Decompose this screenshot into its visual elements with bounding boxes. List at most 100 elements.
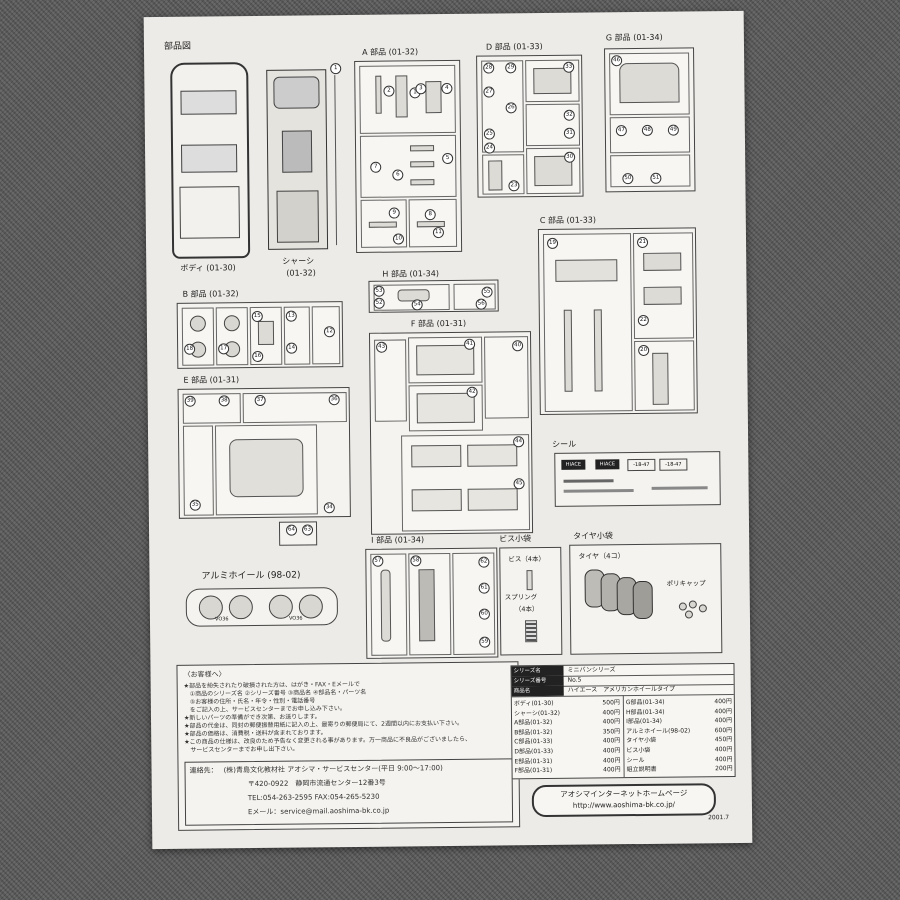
section-d-title: D 部品 (01-33) <box>485 41 543 52</box>
price-row: G部品(01-34) 400円 <box>626 696 732 706</box>
spring-label: スプリング <box>504 593 538 602</box>
email-address: Eメール：service@mail.aoshima-bk.co.jp <box>247 806 390 817</box>
price-item-name: 組立説明書 <box>626 766 657 774</box>
section-i: 57 58 62 61 60 59 <box>365 547 499 659</box>
price-list-right: G部品(01-34) 400円 H部品(01-34) 400円 I部品(01-34) 40… <box>626 696 733 777</box>
series-value: No.5 <box>567 676 582 684</box>
price-row: シール 400円 <box>626 754 732 764</box>
phone-fax: TEL:054-263-2595 FAX:054-265-5230 <box>247 792 380 803</box>
section-d: 28 29 27 26 25 24 23 33 32 31 30 <box>476 54 584 198</box>
price-row: B部品(01-32) 350円 <box>514 726 620 736</box>
series-value: ミニバンシリーズ <box>567 666 616 674</box>
homepage-box: アオシマインターネットホームページ http://www.aoshima-bk.… <box>531 783 717 818</box>
tire-label: タイヤ（4コ） <box>578 552 625 561</box>
section-f: 43 41 40 42 44 45 <box>368 331 534 535</box>
price-item-price: 400円 <box>714 746 733 754</box>
body-illustration <box>170 62 251 259</box>
price-item-price: 600円 <box>714 726 733 735</box>
series-key: シリーズ番号 <box>511 675 564 687</box>
parts-diagram-title: 部品図 <box>163 41 192 52</box>
series-key: シリーズ名 <box>511 665 564 677</box>
note-line: サービスセンターまでお申し出下さい。 <box>184 745 299 754</box>
section-b-title: B 部品 (01-32) <box>182 289 239 299</box>
wheel-tag: VO36 <box>214 616 229 623</box>
price-item-name: G部品(01-34) <box>625 698 665 707</box>
price-row: アルミホイール(98-02) 600円 <box>626 725 732 735</box>
wheel-tag: VO36 <box>288 615 303 622</box>
homepage-url: http://www.aoshima-bk.co.jp/ <box>572 800 676 810</box>
price-item-price: 400円 <box>602 747 621 755</box>
price-item-name: ボディ(01-30) <box>513 699 554 708</box>
price-row: ビス小袋 400円 <box>626 744 732 754</box>
seal-plate: -18-47 <box>659 458 688 471</box>
seal-plate: HIACE <box>561 459 586 470</box>
price-item-price: 400円 <box>714 755 733 763</box>
chassis-code: (01-32) <box>286 268 316 278</box>
price-item-price: 450円 <box>714 736 733 744</box>
section-g-title: G 部品 (01-34) <box>605 32 663 43</box>
screws-title: ビス小袋 <box>499 534 532 544</box>
price-item-name: A部品(01-32) <box>514 719 553 727</box>
screws-bag: ビス（4本） スプリング （4本） <box>499 546 563 656</box>
price-row: 組立説明書 200円 <box>627 763 733 773</box>
section-h-title: H 部品 (01-34) <box>382 269 440 279</box>
section-c-title: C 部品 (01-33) <box>539 215 597 226</box>
price-item-price: 200円 <box>715 765 733 773</box>
price-item-name: ビス小袋 <box>626 746 651 755</box>
price-item-name: E部品(01-31) <box>514 757 553 765</box>
price-item-name: F部品(01-31) <box>514 767 553 775</box>
price-item-price: 400円 <box>714 717 733 725</box>
price-item-name: シール <box>626 756 645 764</box>
tires-bag: タイヤ（4コ） ポリキャップ <box>569 543 723 655</box>
contact-box: 連絡先： (株)青島文化教材社 アオシマ・サービスセンター(平日 9:00～17… <box>184 758 514 826</box>
section-e-small: 64 63 <box>278 521 318 546</box>
polycap-label: ポリキャップ <box>666 579 706 588</box>
price-row: D部品(01-33) 400円 <box>514 745 620 755</box>
price-row: F部品(01-31) 400円 <box>515 764 621 774</box>
series-key: 商品名 <box>511 685 564 697</box>
tires-title: タイヤ小袋 <box>573 531 613 541</box>
seal-plate: HIACE <box>595 459 620 470</box>
chassis-illustration <box>266 69 329 250</box>
price-item-name: B部品(01-32) <box>514 728 553 737</box>
price-item-name: C部品(01-33) <box>514 738 553 746</box>
series-value: ハイエース アメリカンホイールタイプ <box>567 685 675 694</box>
price-item-name: タイヤ小袋 <box>626 737 657 745</box>
section-e: 39 38 37 36 35 34 <box>177 387 351 519</box>
price-item-price: 500円 <box>602 699 620 707</box>
screw-label: ビス（4本） <box>508 554 546 564</box>
price-item-name: アルミホイール(98-02) <box>626 727 691 735</box>
section-a-title: A 部品 (01-32) <box>361 47 419 57</box>
price-item-name: I部品(01-34) <box>626 717 662 726</box>
price-row: シャーシ(01-32)400円 <box>514 707 620 717</box>
seal-plate: -18-47 <box>627 458 656 472</box>
price-table: シリーズ名 ミニバンシリーズ シリーズ番号 No.5 商品名 ハイエース アメリ… <box>510 663 736 780</box>
homepage-title: アオシマインターネットホームページ <box>560 788 688 799</box>
chassis-label: シャーシ <box>282 256 315 266</box>
price-row: タイヤ小袋 450円 <box>626 734 732 744</box>
section-h: 53 52 54 55 56 <box>368 279 499 313</box>
price-item-price: 400円 <box>714 707 732 715</box>
price-item-price: 400円 <box>714 698 732 706</box>
section-a: 1 2 3 4 5 6 7 8 9 10 11 <box>354 59 463 253</box>
print-date: 2001.7 <box>708 814 730 822</box>
price-item-price: 350円 <box>602 728 621 736</box>
body-label: ボディ (01-30) <box>180 263 236 273</box>
section-c: 19 21 22 20 <box>537 227 698 416</box>
note-line: ①商品のシリーズ名 ②シリーズ番号 ③商品名 ④部品名・パーツ名 <box>183 688 367 698</box>
price-row: ボディ(01-30) 500円 <box>514 697 620 707</box>
part-number: 1 <box>330 63 342 75</box>
spring-count: （4本） <box>514 605 539 614</box>
price-item-name: H部品(01-34) <box>625 708 665 716</box>
price-item-name: シャーシ(01-32) <box>513 709 561 717</box>
price-item-price: 400円 <box>602 737 621 745</box>
postal-address: 〒420-0922 静岡市流通センター12番3号 <box>247 778 386 789</box>
wheel-sprue: VO36 VO36 <box>185 587 339 627</box>
note-line: ★この商品の仕様は、改良のため予告なく変更される事があります。万一商品に不良品が… <box>184 735 472 746</box>
price-item-price: 400円 <box>603 766 621 774</box>
seal-title: シール <box>552 439 577 449</box>
section-f-title: F 部品 (01-31) <box>410 318 467 329</box>
section-e-title: E 部品 (01-31) <box>183 375 240 385</box>
price-item-name: D部品(01-33) <box>514 747 554 756</box>
